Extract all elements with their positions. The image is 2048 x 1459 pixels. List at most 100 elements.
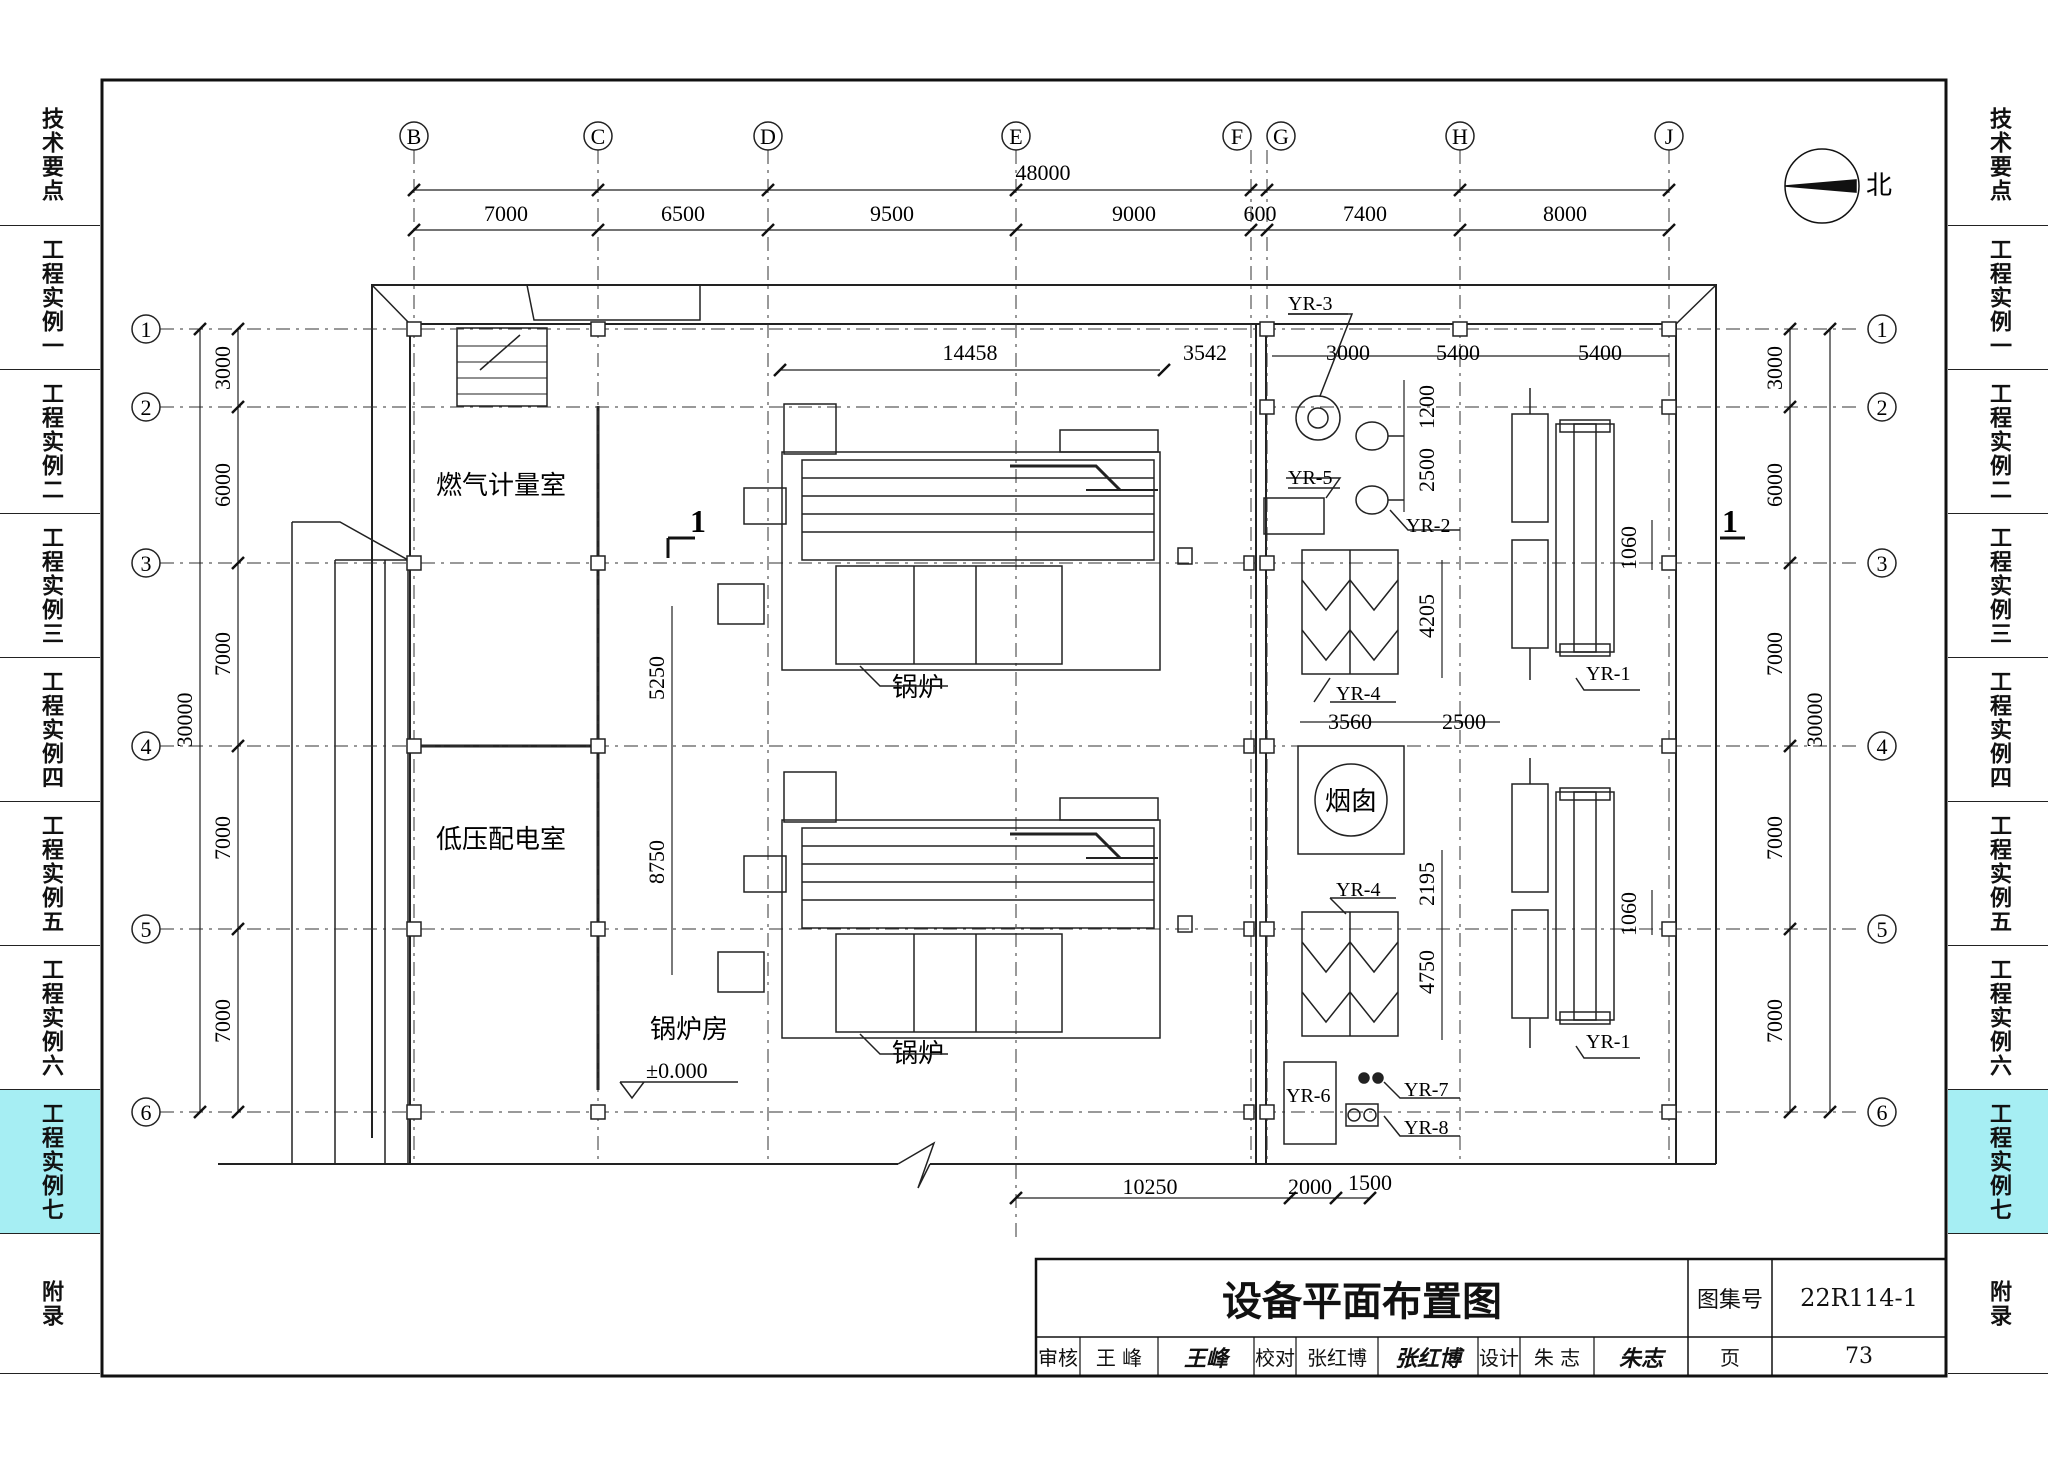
yr2-label: YR-2 xyxy=(1406,515,1450,537)
nav-tab-label: 工程实例三 xyxy=(1986,525,2011,646)
nav-tab-label: 工程实例七 xyxy=(38,1101,63,1222)
atlas-number: 22R114-1 xyxy=(1800,1284,1918,1312)
dim-total-width: 48000 xyxy=(1016,160,1071,185)
checker-name: 张红博 xyxy=(1307,1346,1367,1370)
nav-tab-label: 工程实例一 xyxy=(38,237,63,358)
equipment-yr3 xyxy=(1288,313,1354,441)
row-label-3: 3 xyxy=(141,551,152,576)
reviewer-signature: 王峰 xyxy=(1183,1345,1228,1372)
checker-signature: 张红博 xyxy=(1394,1345,1461,1372)
dim-4750: 4750 xyxy=(1414,950,1439,994)
equipment-yr4-south xyxy=(1301,897,1399,1037)
dim-bay-2: 6500 xyxy=(661,201,705,226)
nav-tab-right-8[interactable]: 工程实例七 xyxy=(1948,1090,2048,1234)
dim-4205: 4205 xyxy=(1414,594,1439,638)
nav-tab-left-8[interactable]: 工程实例七 xyxy=(0,1090,100,1234)
building-walls xyxy=(218,284,1717,1189)
lv-room-label: 低压配电室 xyxy=(436,825,566,854)
page-number: 73 xyxy=(1845,1344,1873,1369)
dim-total-depth-left: 30000 xyxy=(172,693,197,748)
axis-label-g: G xyxy=(1273,124,1289,149)
dim-1060b: 1060 xyxy=(1616,892,1641,936)
dim-2500: 2500 xyxy=(1414,448,1439,492)
nav-tab-left-7[interactable]: 工程实例六 xyxy=(0,946,100,1090)
equipment-yr2 xyxy=(1355,421,1460,531)
nav-tab-left-9[interactable]: 附录 xyxy=(0,1234,100,1374)
yr6-label: YR-6 xyxy=(1286,1085,1330,1107)
nav-tab-right-5[interactable]: 工程实例四 xyxy=(1948,658,2048,802)
column-axis-bubbles xyxy=(399,121,1684,151)
nav-tab-right-6[interactable]: 工程实例五 xyxy=(1948,802,2048,946)
nav-tab-left-3[interactable]: 工程实例二 xyxy=(0,370,100,514)
dim-row-5-right: 7000 xyxy=(1762,999,1787,1043)
dim-boiler-a: 14458 xyxy=(943,340,998,365)
axis-label-d: D xyxy=(760,124,776,149)
north-label: 北 xyxy=(1866,171,1892,201)
nav-tab-right-3[interactable]: 工程实例二 xyxy=(1948,370,2048,514)
nav-tab-left-1[interactable]: 技术要点 xyxy=(0,84,100,226)
check-label: 校对 xyxy=(1255,1346,1295,1370)
dimension-ticks xyxy=(193,183,1837,1205)
nav-tab-label: 附录 xyxy=(1986,1279,2011,1328)
row-label-1-right: 1 xyxy=(1877,317,1888,342)
axis-label-c: C xyxy=(591,124,606,149)
axis-bubble-e xyxy=(1001,121,1031,151)
dim-bottom-c: 1500 xyxy=(1348,1170,1392,1195)
nav-tab-right-9[interactable]: 附录 xyxy=(1948,1234,2048,1374)
title-block-frame xyxy=(1034,1257,1948,1378)
nav-tab-label: 附录 xyxy=(38,1279,63,1328)
drawing-frame xyxy=(100,78,1948,1378)
drawing-title: 设备平面布置图 xyxy=(1222,1279,1502,1325)
axis-label-f: F xyxy=(1231,124,1243,149)
dim-1060: 1060 xyxy=(1616,526,1641,570)
axis-label-h: H xyxy=(1452,124,1468,149)
row-label-2-right: 2 xyxy=(1877,395,1888,420)
equipment-yr1-south xyxy=(1511,758,1615,1048)
row-label-6: 6 xyxy=(141,1100,152,1125)
nav-tab-left-6[interactable]: 工程实例五 xyxy=(0,802,100,946)
elevation-label: ±0.000 xyxy=(646,1058,708,1083)
dim-bay-4: 9000 xyxy=(1112,201,1156,226)
row-label-4-right: 4 xyxy=(1877,734,1888,759)
nav-tab-right-1[interactable]: 技术要点 xyxy=(1948,84,2048,226)
axis-bubble-g xyxy=(1266,121,1296,151)
dim-bay-7: 8000 xyxy=(1543,201,1587,226)
dim-row-5-left: 7000 xyxy=(210,999,235,1043)
dim-bottom-a: 10250 xyxy=(1123,1174,1178,1199)
boiler-2 xyxy=(717,771,1193,1039)
nav-tab-left-4[interactable]: 工程实例三 xyxy=(0,514,100,658)
page-label: 页 xyxy=(1720,1346,1740,1370)
nav-tab-right-7[interactable]: 工程实例六 xyxy=(1948,946,2048,1090)
nav-tab-left-2[interactable]: 工程实例一 xyxy=(0,226,100,370)
designer-name: 朱 志 xyxy=(1533,1346,1581,1370)
yr5-label: YR-5 xyxy=(1288,467,1332,489)
designer-signature: 朱志 xyxy=(1618,1345,1663,1372)
dim-row-3-left: 7000 xyxy=(210,632,235,676)
dim-2500b: 2500 xyxy=(1442,709,1486,734)
dim-row-2-right: 6000 xyxy=(1762,463,1787,507)
row-label-1: 1 xyxy=(141,317,152,342)
boiler-1 xyxy=(717,403,1193,671)
dim-east-c: 5400 xyxy=(1578,340,1622,365)
nav-tab-left-5[interactable]: 工程实例四 xyxy=(0,658,100,802)
nav-tab-label: 技术要点 xyxy=(38,106,63,203)
row-label-5-right: 5 xyxy=(1877,917,1888,942)
dim-row-2-left: 6000 xyxy=(210,463,235,507)
nav-tab-right-4[interactable]: 工程实例三 xyxy=(1948,514,2048,658)
dim-2195: 2195 xyxy=(1414,862,1439,906)
yr7-label: YR-7 xyxy=(1404,1079,1448,1101)
nav-tab-right-2[interactable]: 工程实例一 xyxy=(1948,226,2048,370)
dim-8750: 8750 xyxy=(644,840,669,884)
nav-tab-label: 工程实例二 xyxy=(38,381,63,502)
boiler-1-label: 锅炉 xyxy=(892,673,944,702)
dim-bottom-b: 2000 xyxy=(1288,1174,1332,1199)
axis-bubble-j xyxy=(1654,121,1684,151)
axis-bubble-b xyxy=(399,121,429,151)
row-label-4: 4 xyxy=(141,734,152,759)
row-axis-bubbles xyxy=(131,314,1897,1127)
nav-tab-label: 工程实例六 xyxy=(1986,957,2011,1078)
nav-tab-label: 工程实例四 xyxy=(38,669,63,790)
nav-tab-label: 工程实例六 xyxy=(38,957,63,1078)
axis-label-b: B xyxy=(407,124,422,149)
